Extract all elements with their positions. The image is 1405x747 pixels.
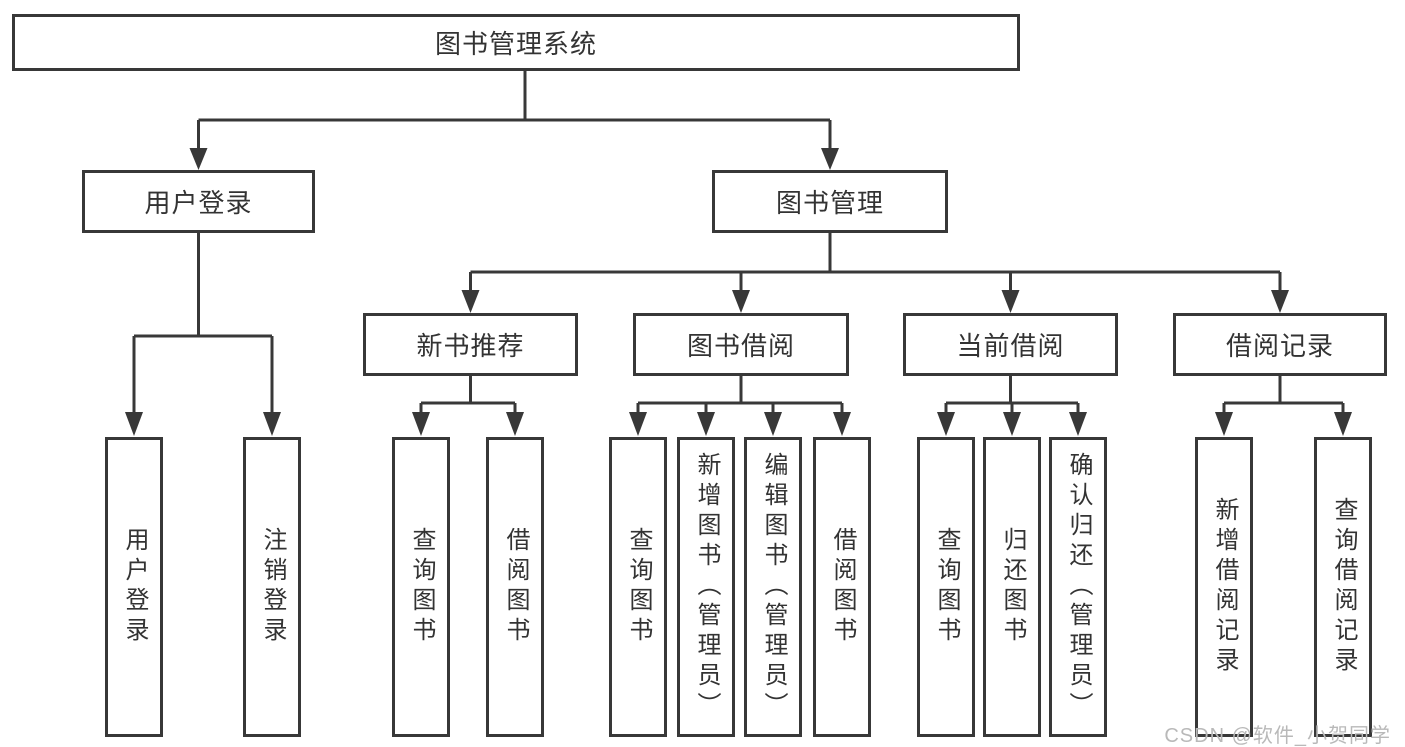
- edge-user-login-children: [125, 233, 281, 436]
- node-book-management: 图书管理: [712, 170, 948, 233]
- leaf-query-borrow-record: 查询借阅记录: [1314, 437, 1372, 737]
- leaf-query-book-current: 查询图书: [917, 437, 975, 737]
- leaf-edit-book-admin: 编辑图书（管理员）: [744, 437, 802, 737]
- arrowhead: [629, 412, 647, 436]
- node-user-login: 用户登录: [82, 170, 315, 233]
- leaf-borrow-book: 借阅图书: [813, 437, 871, 737]
- arrowhead: [461, 290, 480, 313]
- leaf-label: 查询图书: [625, 527, 652, 647]
- arrowhead: [697, 412, 715, 436]
- leaf-label: 确认归还（管理员）: [1065, 452, 1092, 722]
- arrowhead: [764, 412, 782, 436]
- arrowhead: [506, 412, 524, 436]
- node-root: 图书管理系统: [12, 14, 1020, 71]
- arrowhead: [1334, 412, 1352, 436]
- node-book-borrow-label: 图书借阅: [686, 331, 795, 361]
- leaf-label: 借阅图书: [829, 527, 856, 647]
- edge-new-book-children: [412, 376, 524, 436]
- leaf-label: 编辑图书（管理员）: [760, 452, 787, 722]
- edge-current-borrow-children: [937, 376, 1087, 436]
- arrowhead: [1069, 412, 1087, 436]
- leaf-label: 查询图书: [933, 527, 960, 647]
- node-current-borrow-label: 当前借阅: [956, 331, 1065, 361]
- edge-line: [132, 233, 274, 414]
- edge-root-to-level2: [189, 71, 839, 170]
- node-root-label: 图书管理系统: [434, 29, 597, 59]
- leaf-label: 用户登录: [121, 527, 148, 647]
- node-new-book-recommend: 新书推荐: [363, 313, 578, 376]
- arrowhead: [732, 290, 750, 313]
- leaf-query-book-borrow: 查询图书: [609, 437, 667, 737]
- csdn-watermark: CSDN @软件_小贺同学: [1164, 725, 1391, 747]
- arrowhead: [1271, 290, 1289, 313]
- leaf-logout-login: 注销登录: [243, 437, 301, 737]
- leaf-label: 查询借阅记录: [1330, 497, 1357, 677]
- edge-book-management-to-level3: [461, 233, 1289, 313]
- leaf-label: 借阅图书: [502, 527, 529, 647]
- node-user-login-label: 用户登录: [144, 188, 253, 218]
- arrowhead: [189, 148, 208, 170]
- leaf-user-login: 用户登录: [105, 437, 163, 737]
- node-current-borrow: 当前借阅: [903, 313, 1118, 376]
- edge-line: [197, 71, 832, 150]
- node-book-borrow: 图书借阅: [633, 313, 849, 376]
- edge-book-borrow-children: [629, 376, 851, 436]
- leaf-add-borrow-record: 新增借阅记录: [1195, 437, 1253, 737]
- arrowhead: [412, 412, 430, 436]
- leaf-return-book: 归还图书: [983, 437, 1041, 737]
- node-book-management-label: 图书管理: [775, 188, 884, 218]
- edge-line: [1222, 376, 1345, 414]
- leaf-query-book-recommend: 查询图书: [392, 437, 450, 737]
- arrowhead: [263, 412, 281, 436]
- leaf-borrow-book-recommend: 借阅图书: [486, 437, 544, 737]
- edge-line: [469, 233, 1282, 292]
- edge-borrow-record-children: [1215, 376, 1352, 436]
- leaf-add-book-admin: 新增图书（管理员）: [677, 437, 735, 737]
- edge-line: [944, 376, 1080, 414]
- arrowhead: [1215, 412, 1233, 436]
- arrowhead: [1001, 290, 1020, 313]
- arrowhead: [833, 412, 851, 436]
- leaf-label: 归还图书: [999, 527, 1026, 647]
- arrowhead: [821, 148, 839, 170]
- edge-line: [636, 376, 844, 414]
- node-borrow-record-label: 借阅记录: [1225, 331, 1334, 361]
- leaf-label: 查询图书: [408, 527, 435, 647]
- leaf-confirm-return-admin: 确认归还（管理员）: [1049, 437, 1107, 737]
- leaf-label: 新增图书（管理员）: [693, 452, 720, 722]
- node-borrow-record: 借阅记录: [1173, 313, 1387, 376]
- leaf-label: 注销登录: [259, 527, 286, 647]
- node-new-book-recommend-label: 新书推荐: [416, 331, 525, 361]
- arrowhead: [937, 412, 955, 436]
- arrowhead: [125, 412, 143, 436]
- leaf-label: 新增借阅记录: [1211, 497, 1238, 677]
- edge-line: [419, 376, 517, 414]
- arrowhead: [1003, 412, 1021, 436]
